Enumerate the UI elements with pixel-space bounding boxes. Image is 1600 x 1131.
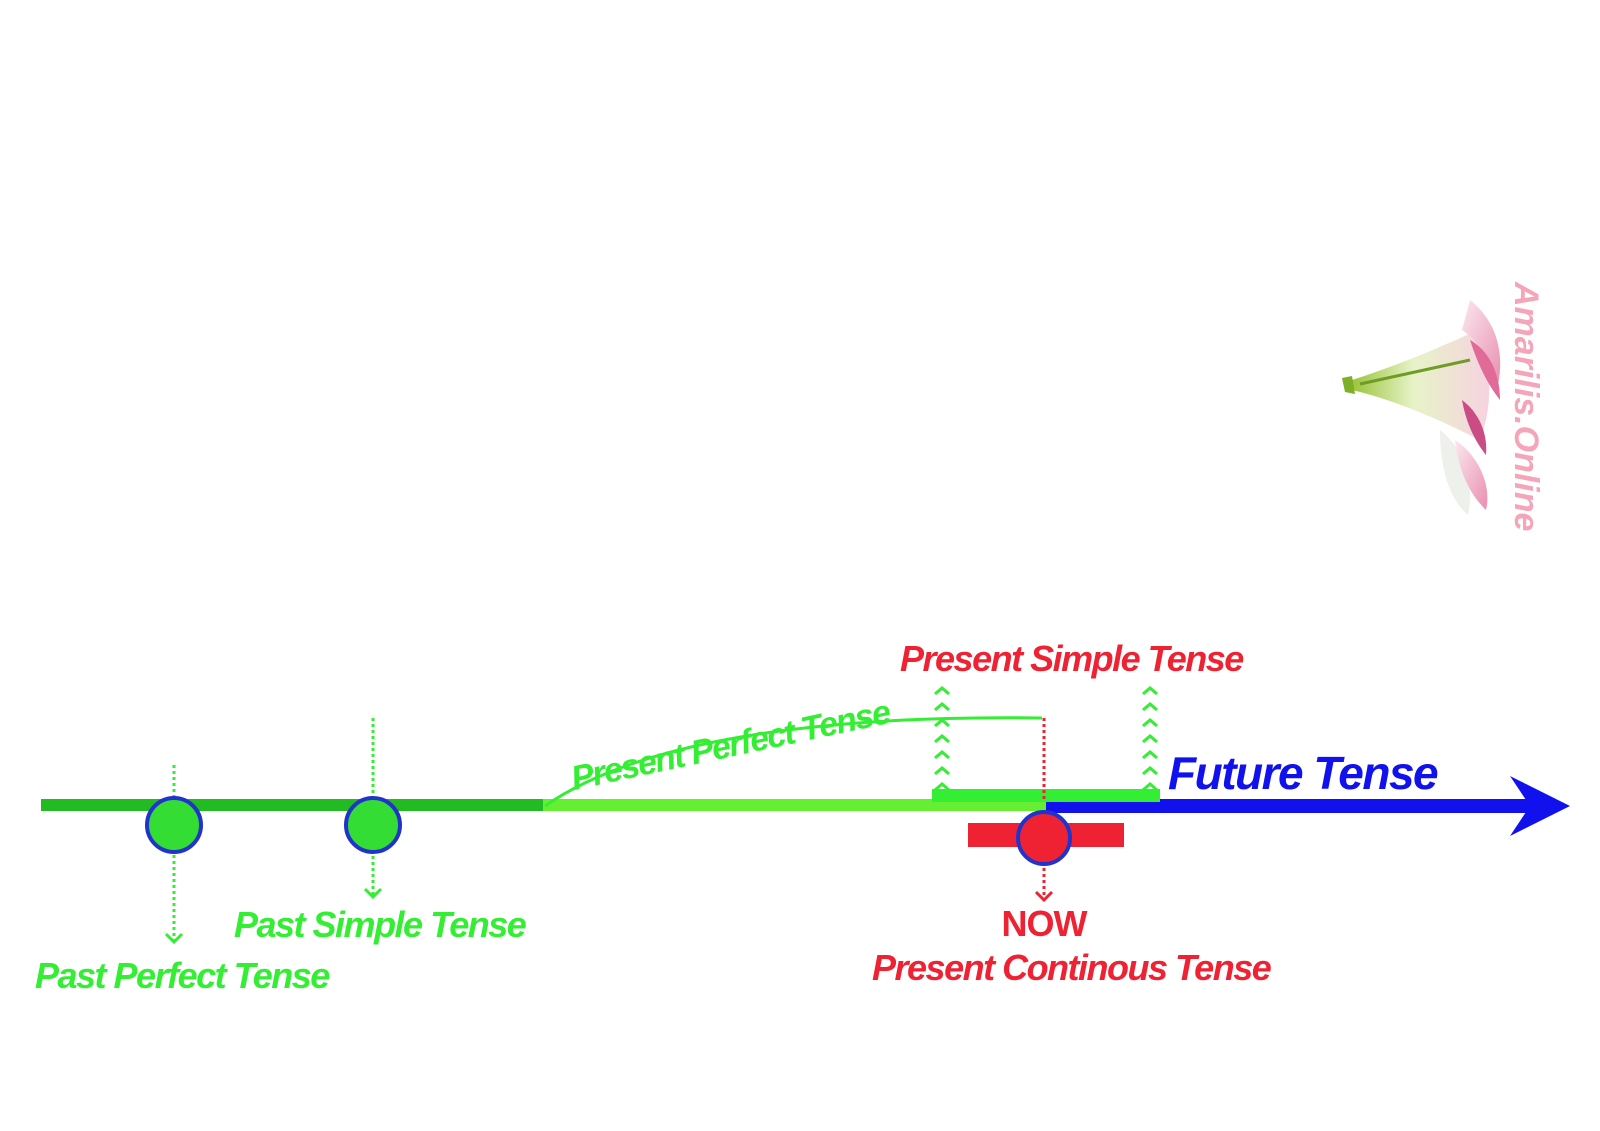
past-perfect-label: Past Perfect Tense xyxy=(35,955,330,996)
present-perfect-label: Present Perfect Tense xyxy=(568,693,894,798)
present-simple-chevrons-left xyxy=(934,686,950,792)
past-perfect-point xyxy=(145,796,203,854)
present-continuous-label: Present Continous Tense xyxy=(872,947,1272,988)
past-simple-label: Past Simple Tense xyxy=(234,904,527,945)
present-simple-bar xyxy=(932,789,1160,802)
now-label: NOW xyxy=(1002,903,1088,944)
past-perfect-arrow-icon xyxy=(164,932,184,945)
future-line xyxy=(1046,799,1533,813)
brand-watermark: Amarilis.Online xyxy=(1507,281,1545,531)
future-label: Future Tense xyxy=(1168,747,1438,799)
past-simple-arrow-icon xyxy=(363,887,383,900)
present-simple-label: Present Simple Tense xyxy=(900,638,1244,679)
past-line xyxy=(41,799,544,811)
present-perfect-line xyxy=(543,799,1046,811)
present-perfect-arc xyxy=(544,716,1043,808)
now-arrow-icon xyxy=(1034,890,1054,903)
now-point xyxy=(1016,810,1072,866)
past-simple-point xyxy=(344,796,402,854)
present-simple-chevrons-right xyxy=(1142,686,1158,792)
amaryllis-flower-icon xyxy=(1342,300,1501,515)
future-arrowhead-icon xyxy=(1510,776,1570,836)
